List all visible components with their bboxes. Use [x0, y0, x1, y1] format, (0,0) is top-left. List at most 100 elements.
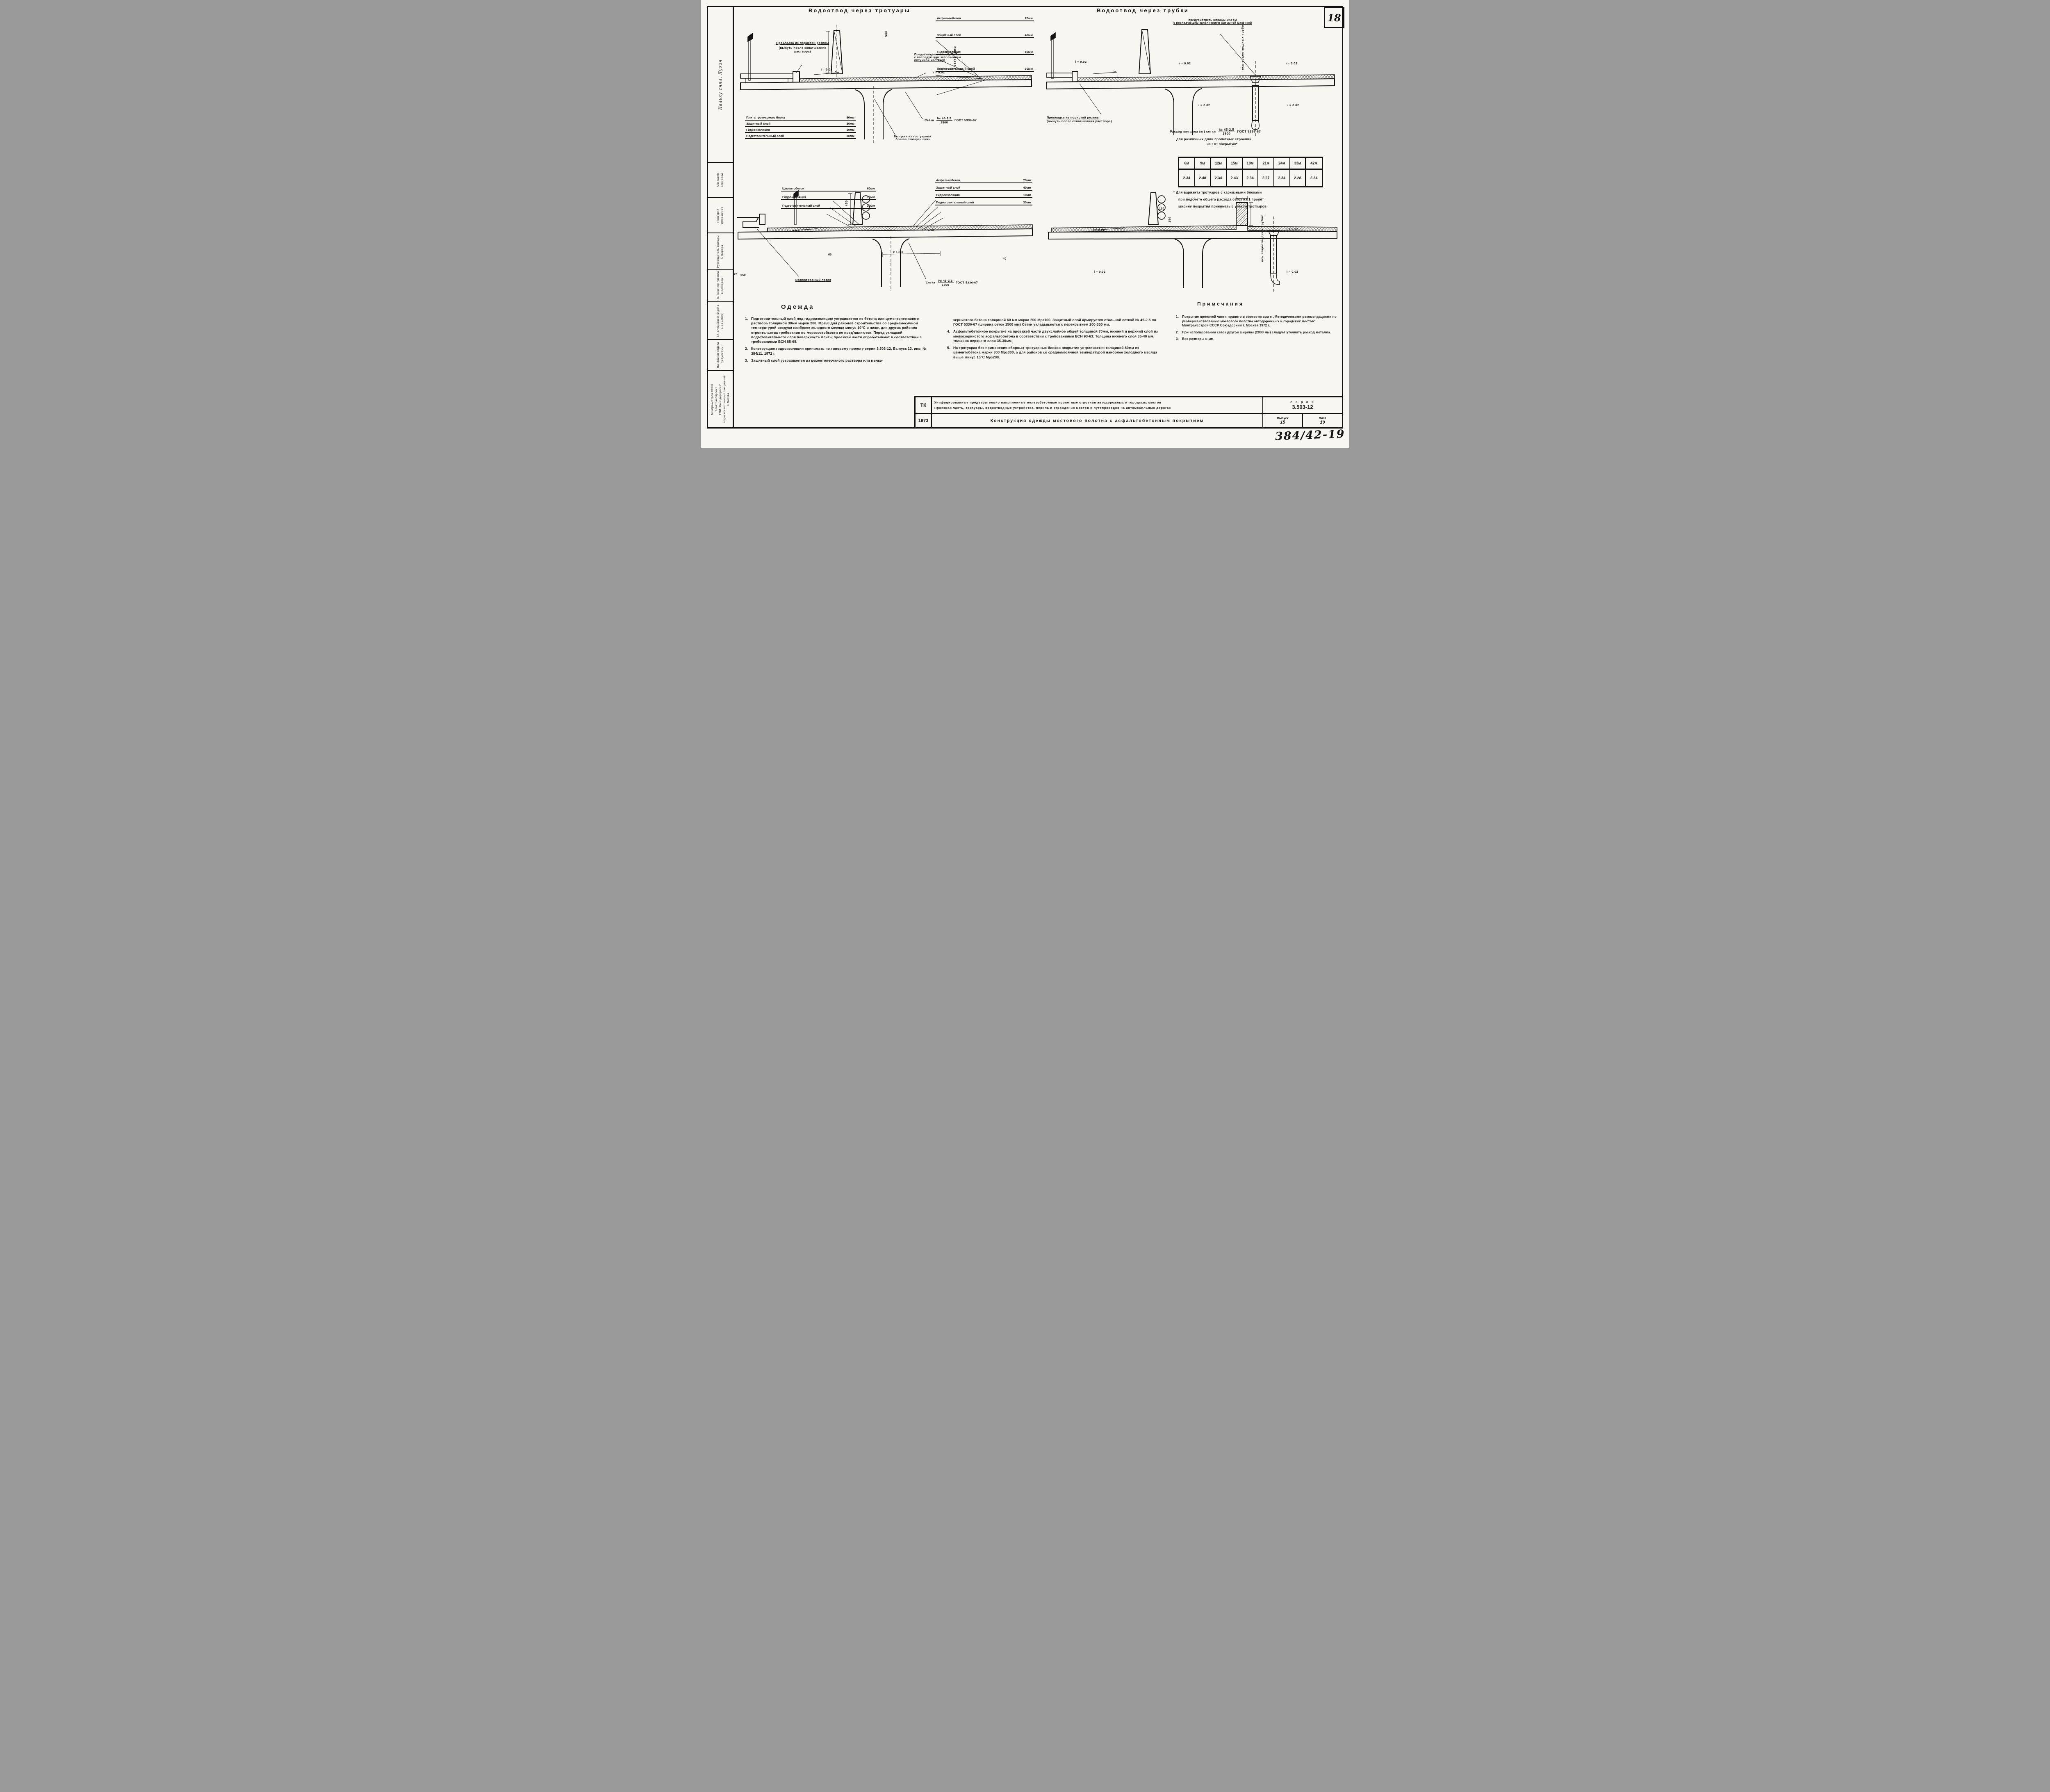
slope-label: i = 0.02 [1075, 60, 1087, 64]
odezhda-col2: зернистого бетона толщиной 60 мм марки 2… [947, 318, 1158, 362]
metal-table: 6м 9м 12м 15м 18м 21м 24м 33м 42м 2.34 2… [1178, 157, 1323, 187]
metal-value: 2.34 [1179, 170, 1195, 186]
stamp-handwritten-cell: Кальку снял. Лузин [708, 7, 733, 162]
stamp-name: Штеменко [720, 206, 724, 224]
org-line: г. Москва [727, 392, 730, 406]
stamp-name: Старова [720, 244, 724, 259]
metal-value: 2.34 [1274, 170, 1290, 186]
stamp-role: Составил [717, 173, 720, 187]
span-header: 6м [1179, 158, 1195, 170]
slope-label: i = 0.02 [1287, 227, 1298, 231]
slope-label: i = 0.02 [1179, 62, 1191, 65]
span-header: 33м [1290, 158, 1306, 170]
slope-label: i = 0.02 [1198, 103, 1210, 107]
section-drawing-tube-elbow [1043, 193, 1343, 297]
slope-label: i = 0.02 [933, 71, 945, 74]
stamp-name: Чарусский [720, 347, 724, 364]
title-block-project-name: Унифицированные предварительно напряженн… [932, 397, 1263, 414]
dim-130: 130 [1159, 207, 1164, 210]
handwritten-doc-number: 384/42-19 [1275, 428, 1346, 443]
odezhda-item: 3.Защитный слой устраивается из цементоп… [745, 358, 884, 363]
metal-value: 2.34 [1243, 170, 1259, 186]
title-block-issue-sheet: Выпуск 15 Лист 19 [1263, 414, 1342, 427]
page-number-badge: 18 [1324, 7, 1344, 28]
note-item: 2.При использовании сеток другой ширины … [1176, 330, 1331, 334]
slope-label: i = 0.02 [1094, 270, 1106, 274]
dim-550: 550 [740, 274, 746, 277]
stamp-role: Проверил [717, 208, 720, 222]
stamp-handwritten-note: Кальку снял. Лузин [718, 59, 723, 110]
tube-axis-label: ось водоотводных трубок [1261, 215, 1264, 262]
metal-value: 2.27 [1258, 170, 1274, 186]
dim-450: 450 [845, 200, 848, 206]
stamp-role: Начальник отдела [717, 342, 720, 368]
dim-500: 500 [885, 31, 888, 37]
span-header: 21м [1258, 158, 1274, 170]
span-header: 12м [1211, 158, 1227, 170]
odezhda-item: 1.Подготовительный слой под гидроизоляци… [745, 317, 922, 344]
title-right: Водоотвод через трубки [1097, 7, 1189, 14]
title-block-code: ТК [916, 397, 932, 414]
span-header: 9м [1195, 158, 1211, 170]
drain-tray-label: Водоотводный лоток [795, 278, 831, 282]
sheet-cell: Лист 19 [1319, 416, 1326, 425]
title-block-series: с е р и я 3.503-12 [1263, 397, 1342, 414]
stamp-role: Руководитель бригады [717, 235, 720, 268]
notes-col: 1.Покрытие проезжей части принято в соот… [1176, 315, 1337, 344]
stamp-role: Гл. инженер проекта [717, 271, 720, 301]
org-line: отдел искусственных сооружений [722, 375, 726, 423]
section-drawing-tubes [1043, 12, 1343, 148]
odezhda-item: 5.На тротуарах без применения сборных тр… [947, 346, 1157, 359]
dim-1000: ≥ 1000 [893, 250, 904, 254]
metal-value: 2.43 [1227, 170, 1243, 186]
odezhda-item: 4.Асфальтобетонное покрытие на проезжей … [947, 329, 1158, 343]
slope-label: i = 0.02 [1286, 62, 1298, 65]
span-header: 15м [1227, 158, 1243, 170]
title-left: Водоотвод через тротуары [809, 7, 911, 14]
stamp-name: Пвянский [720, 313, 724, 328]
stamp-name: Постовой [720, 278, 724, 294]
metal-value: 2.34 [1310, 176, 1318, 180]
stamp-org-cell: Минтрансстрой СССР Главтранспроект ГПИ „… [708, 370, 733, 427]
org-line: ГПИ „Союздорпроект“ [719, 383, 722, 415]
title-block-year: 1973 [916, 414, 932, 427]
stamp-name: Старова [720, 173, 724, 187]
odezhda-col1: 1.Подготовительный слой под гидроизоляци… [745, 317, 929, 365]
dim-70: 70 [734, 273, 738, 276]
section-heading-notes: Примечания [1197, 301, 1244, 307]
section-drawing-tray [733, 193, 1039, 297]
groove-note-tr: предусмотреть штрабы 2×3 см с последующи… [1173, 19, 1252, 25]
span-header: 42м [1306, 158, 1322, 170]
note-item: 1.Покрытие проезжей части принято в соот… [1176, 315, 1337, 328]
section-heading-odezhda: Одежда [781, 303, 815, 310]
issue-cell: Выпуск 15 [1263, 414, 1303, 427]
metal-value: 2.48 [1195, 170, 1211, 186]
